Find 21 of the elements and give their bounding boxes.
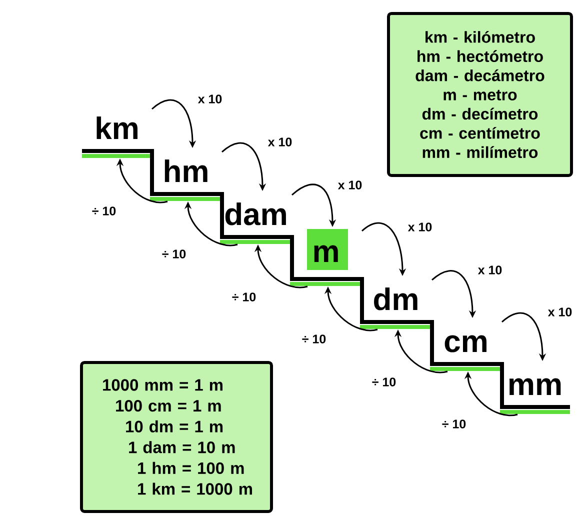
stair-step: km (82, 116, 152, 158)
edge-label: ÷ 10 (160, 248, 188, 260)
stair-step: mm (500, 362, 570, 414)
stair-step: dam (220, 192, 292, 244)
edge-label: x 10 (336, 180, 364, 190)
stair-step: dm (360, 277, 432, 329)
edge-label: ÷ 10 (90, 206, 118, 216)
edge-label: x 10 (196, 94, 224, 104)
key-box: km - kilómetro hm - hectómetro dam - decámetro m - metro dm - decímetro cm - centímetro mm - milímetro (387, 12, 573, 177)
edge-label: x 10 (546, 306, 574, 318)
stair-step: hm (150, 149, 222, 201)
edge-label: x 10 (476, 264, 504, 276)
stair-step: cm (430, 320, 502, 371)
edge-label: x 10 (266, 136, 294, 148)
edge-label: ÷ 10 (300, 334, 328, 344)
edge-label: ÷ 10 (230, 292, 258, 302)
text-box: 1000 mm = 1 m 100 cm = 1 m 10 dm = 1 m 1 dam = 10 m 1 hm = 100 m 1 km = 1000 m (80, 360, 273, 513)
edge-label: ÷ 10 (370, 376, 398, 388)
stair-step: m (290, 228, 362, 286)
edge-label: ÷ 10 (440, 418, 468, 430)
edge-label: x 10 (406, 222, 434, 232)
